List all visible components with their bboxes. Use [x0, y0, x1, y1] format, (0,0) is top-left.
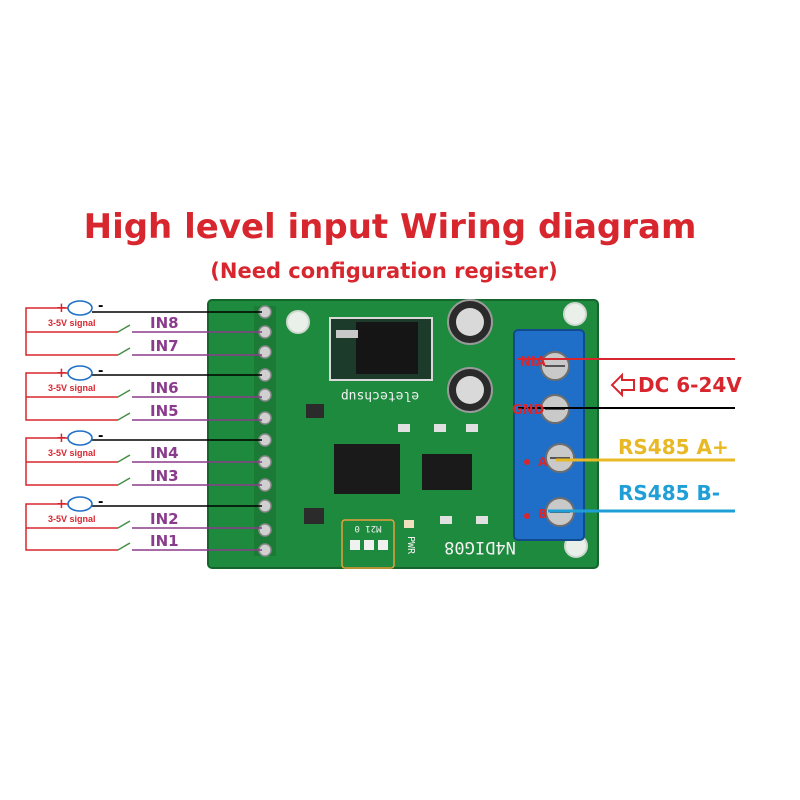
- input-label-in3: IN3: [150, 467, 179, 485]
- smd-component: [434, 424, 446, 432]
- pwr-silkscreen: PWR: [405, 536, 416, 555]
- header-pin: [258, 388, 272, 402]
- capacitor: [447, 299, 493, 345]
- signal-source-icon: [67, 365, 93, 381]
- optocoupler-ic: [334, 444, 400, 494]
- mounting-hole: [563, 302, 587, 326]
- capacitor: [447, 367, 493, 413]
- source-minus-sign: -: [98, 299, 103, 314]
- voltage-regulator: [329, 317, 433, 381]
- mounting-hole: [286, 310, 310, 334]
- smd-component: [306, 404, 324, 418]
- power-and-bus-wiring: NIA GND A B DC 6-24V RS485 A+ RS485 B-: [512, 355, 742, 521]
- terminal-label-b: B: [538, 507, 547, 521]
- terminal-label-power: NIA: [520, 355, 546, 370]
- diagram-title: High level input Wiring diagram: [84, 207, 697, 247]
- source-minus-sign: -: [98, 364, 103, 379]
- smd-component: [304, 508, 324, 524]
- header-pin: [258, 345, 272, 359]
- power-led: [404, 520, 414, 528]
- signal-voltage-label: 3-5V signal: [48, 318, 96, 328]
- input-label-in2: IN2: [150, 510, 179, 528]
- input-label-in6: IN6: [150, 379, 179, 397]
- input-label-in1: IN1: [150, 532, 179, 550]
- input-label-in4: IN4: [150, 444, 179, 462]
- switch-icon: [117, 520, 131, 529]
- dip-label: M21 0: [354, 523, 381, 533]
- smd-component: [466, 424, 478, 432]
- switch-icon: [117, 454, 131, 463]
- address-dip-pads: M21 0: [341, 519, 395, 569]
- signal-voltage-label: 3-5V signal: [48, 514, 96, 524]
- terminal-label-a: A: [538, 455, 548, 469]
- switch-icon: [117, 542, 131, 551]
- source-minus-sign: -: [98, 495, 103, 510]
- wire-end-dot: [524, 459, 530, 465]
- power-arrow-icon: [610, 372, 635, 398]
- rs485-a-label: RS485 A+: [618, 435, 729, 459]
- smd-component: [398, 424, 410, 432]
- signal-source-icon: [67, 496, 93, 512]
- input-label-in5: IN5: [150, 402, 179, 420]
- switch-icon: [117, 347, 131, 356]
- signal-positive-wire: [25, 503, 118, 551]
- rs485-b-label: RS485 B-: [618, 481, 720, 505]
- signal-source-icon: [67, 430, 93, 446]
- rs485-transceiver-ic: [422, 454, 472, 490]
- switch-icon: [117, 412, 131, 421]
- input-label-in7: IN7: [150, 337, 179, 355]
- model-silkscreen: N4DIG08: [444, 537, 516, 557]
- pcb-board: eletechsup M21 0 PWR N4DIG08: [207, 299, 599, 569]
- terminal-screw: [545, 443, 575, 473]
- power-label: DC 6-24V: [638, 373, 742, 397]
- input-header: [254, 305, 276, 557]
- switch-icon: [117, 389, 131, 398]
- brand-silkscreen: eletechsup: [341, 388, 419, 403]
- smd-component: [476, 516, 488, 524]
- source-minus-sign: -: [98, 429, 103, 444]
- signal-source-icon: [67, 300, 93, 316]
- terminal-label-gnd: GND: [512, 403, 545, 418]
- header-pin: [258, 411, 272, 425]
- input-label-in8: IN8: [150, 314, 179, 332]
- wire-end-dot: [524, 513, 530, 519]
- diagram-subtitle: (Need configuration register): [210, 259, 557, 283]
- signal-voltage-label: 3-5V signal: [48, 448, 96, 458]
- switch-icon: [117, 324, 131, 333]
- switch-icon: [117, 477, 131, 486]
- smd-component: [440, 516, 452, 524]
- signal-voltage-label: 3-5V signal: [48, 383, 96, 393]
- header-pin: [258, 523, 272, 537]
